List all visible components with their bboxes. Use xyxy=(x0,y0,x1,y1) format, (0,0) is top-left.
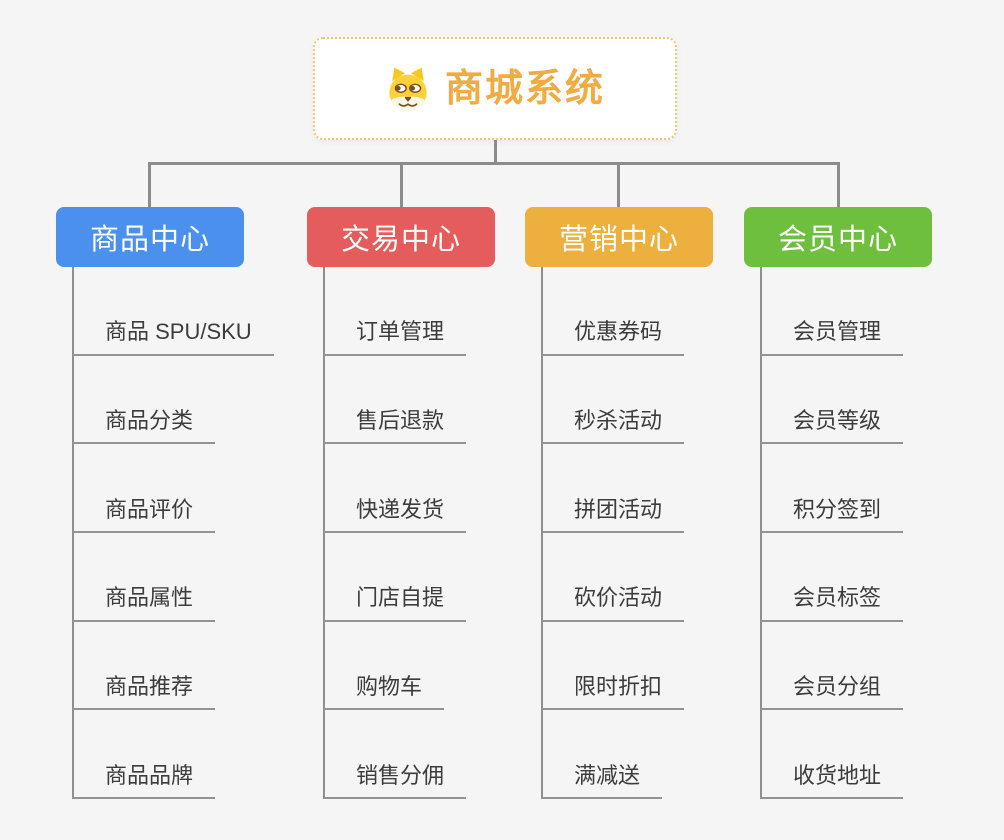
leaf-node[interactable]: 商品属性 xyxy=(72,585,216,622)
leaf-node[interactable]: 订单管理 xyxy=(323,319,467,356)
leaf-node[interactable]: 限时折扣 xyxy=(541,674,685,711)
leaf-node[interactable]: 快递发货 xyxy=(323,497,467,534)
leaf-node[interactable]: 购物车 xyxy=(323,674,445,711)
branch-node-member-center[interactable]: 会员中心 xyxy=(744,207,932,267)
leaf-column-trade: 订单管理 售后退款 快递发货 门店自提 购物车 销售分佣 xyxy=(323,267,575,800)
leaf-node[interactable]: 销售分佣 xyxy=(323,763,467,800)
leaf-node[interactable]: 会员分组 xyxy=(760,674,904,711)
leaf-node[interactable]: 砍价活动 xyxy=(541,585,685,622)
branch-node-trade-center[interactable]: 交易中心 xyxy=(307,207,495,267)
leaf-node[interactable]: 拼团活动 xyxy=(541,497,685,534)
leaf-node[interactable]: 商品 SPU/SKU xyxy=(72,319,274,356)
leaf-node[interactable]: 商品推荐 xyxy=(72,674,216,711)
leaf-node[interactable]: 会员标签 xyxy=(760,585,904,622)
shiba-dog-icon xyxy=(389,66,427,111)
leaf-node[interactable]: 会员管理 xyxy=(760,319,904,356)
leaf-node[interactable]: 优惠券码 xyxy=(541,319,685,356)
leaf-node[interactable]: 商品品牌 xyxy=(72,763,216,800)
leaf-column-marketing: 优惠券码 秒杀活动 拼团活动 砍价活动 限时折扣 满减送 xyxy=(541,267,793,800)
leaf-column-product: 商品 SPU/SKU 商品分类 商品评价 商品属性 商品推荐 商品品牌 xyxy=(72,267,324,800)
branch-node-product-center[interactable]: 商品中心 xyxy=(56,207,244,267)
connector-root-stub xyxy=(494,140,497,163)
connector-drop-1 xyxy=(148,162,151,208)
leaf-node[interactable]: 收货地址 xyxy=(760,763,904,800)
leaf-node[interactable]: 门店自提 xyxy=(323,585,467,622)
leaf-node[interactable]: 满减送 xyxy=(541,763,663,800)
leaf-node[interactable]: 商品评价 xyxy=(72,497,216,534)
leaf-column-member: 会员管理 会员等级 积分签到 会员标签 会员分组 收货地址 xyxy=(760,267,1004,800)
leaf-node[interactable]: 商品分类 xyxy=(72,408,216,445)
branch-label: 交易中心 xyxy=(340,224,461,256)
connector-drop-4 xyxy=(837,162,840,208)
connector-drop-3 xyxy=(617,162,620,208)
root-title: 商城系统 xyxy=(444,67,605,110)
leaf-node[interactable]: 会员等级 xyxy=(760,408,904,445)
branch-label: 会员中心 xyxy=(777,224,898,256)
branch-label: 商品中心 xyxy=(89,224,210,256)
leaf-node[interactable]: 售后退款 xyxy=(323,408,467,445)
connector-drop-2 xyxy=(400,162,403,208)
branch-node-marketing-center[interactable]: 营销中心 xyxy=(525,207,713,267)
branch-label: 营销中心 xyxy=(558,224,679,256)
connector-bus xyxy=(148,162,840,165)
leaf-node[interactable]: 秒杀活动 xyxy=(541,408,685,445)
leaf-node[interactable]: 积分签到 xyxy=(760,497,904,534)
root-node[interactable]: 商城系统 xyxy=(313,37,677,140)
